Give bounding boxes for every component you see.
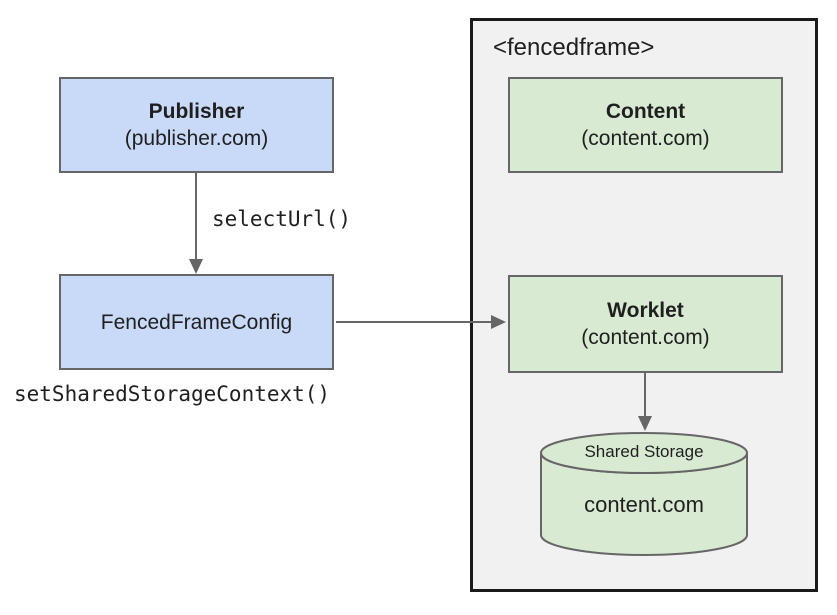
content-subtitle: (content.com) <box>581 127 710 150</box>
content-box: Content (content.com) <box>508 77 783 173</box>
content-title: Content <box>605 100 686 123</box>
publisher-title: Publisher <box>148 100 245 123</box>
fencedframeconfig-label: FencedFrameConfig <box>100 310 293 334</box>
fencedframeconfig-box: FencedFrameConfig <box>59 274 334 370</box>
arrow-publisher-to-config <box>189 173 203 274</box>
worklet-subtitle: (content.com) <box>581 326 710 349</box>
shared-storage-subtitle: content.com <box>584 492 704 517</box>
shared-storage-title: Shared Storage <box>584 442 704 461</box>
select-url-label: selectUrl() <box>212 207 352 231</box>
fencedframe-label: <fencedframe> <box>493 34 655 61</box>
publisher-subtitle: (publisher.com) <box>124 127 269 150</box>
worklet-box: Worklet (content.com) <box>508 275 783 373</box>
worklet-title: Worklet <box>607 299 684 322</box>
publisher-box: Publisher (publisher.com) <box>59 77 334 173</box>
set-shared-storage-context-label: setSharedStorageContext() <box>14 382 331 406</box>
